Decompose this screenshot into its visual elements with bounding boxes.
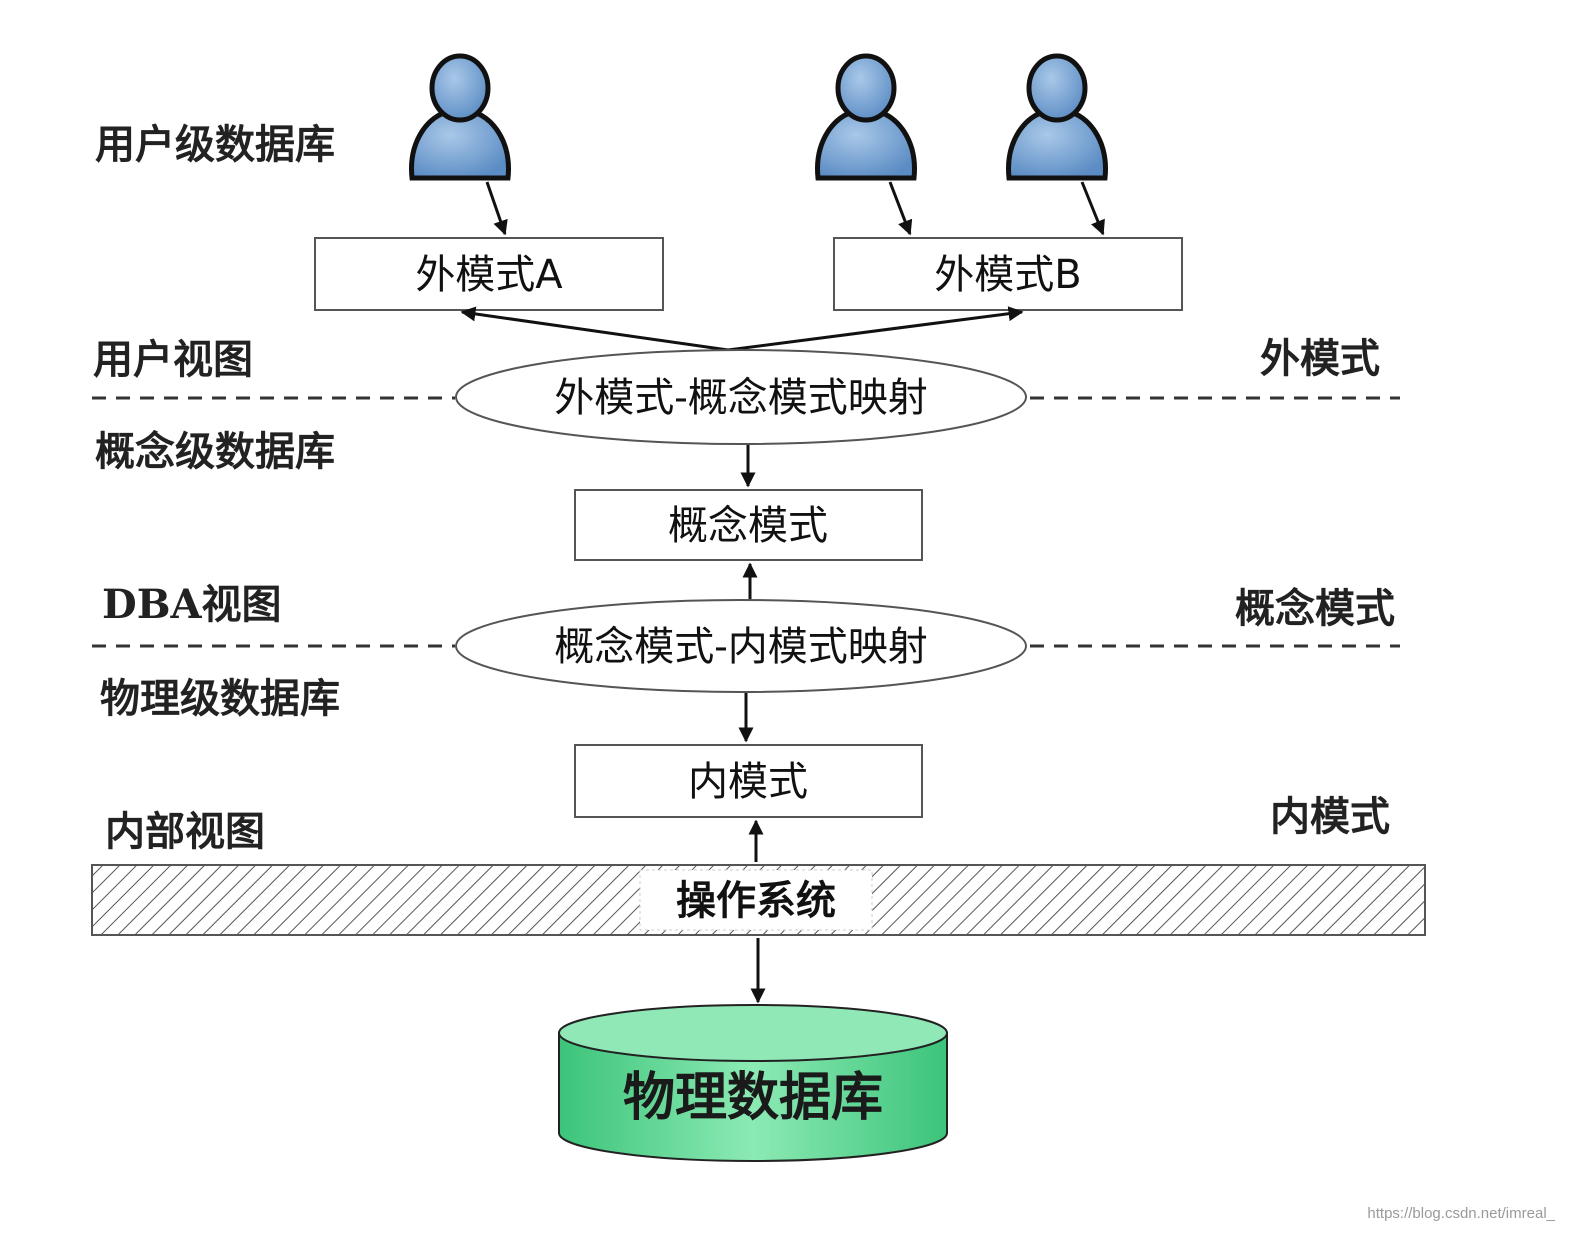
arrow-mapping-to-b (727, 306, 1024, 352)
box-external-a-label: 外模式A (415, 252, 563, 298)
label-physical-db: 物理级数据库 (100, 675, 340, 722)
user-icon (409, 53, 511, 181)
arrow-mapping-to-a (460, 306, 729, 352)
box-internal-label: 内模式 (688, 759, 808, 805)
label-right-conceptual: 概念模式 (1235, 585, 1395, 632)
box-external-a (314, 237, 664, 311)
label-user-view: 用户视图 (93, 336, 253, 383)
database-icon (558, 1004, 948, 1162)
label-right-external: 外模式 (1260, 335, 1380, 382)
label-dba-view: DBA视图 (102, 581, 282, 628)
box-conceptual (574, 489, 923, 561)
arrow-user3-to-b (1080, 181, 1105, 236)
label-internal-view: 内部视图 (105, 808, 265, 855)
database-label: 物理数据库 (623, 1067, 883, 1128)
arrow-user1-to-a (485, 181, 508, 236)
label-right-internal: 内模式 (1270, 793, 1390, 840)
user-icon (815, 53, 917, 181)
mapping-external-conceptual (455, 349, 1027, 445)
box-external-b-label: 外模式B (934, 252, 1081, 298)
mapping-conceptual-internal-label: 概念模式-内模式映射 (554, 624, 928, 670)
label-user-db: 用户级数据库 (95, 121, 335, 168)
box-internal (574, 744, 923, 818)
watermark-text: https://blog.csdn.net/imreal_ (1367, 1205, 1555, 1222)
box-external-b (833, 237, 1183, 311)
mapping-conceptual-internal (455, 599, 1027, 693)
label-concept-db: 概念级数据库 (95, 428, 335, 475)
mapping-external-conceptual-label: 外模式-概念模式映射 (554, 375, 928, 421)
box-conceptual-label: 概念模式 (668, 503, 828, 549)
arrow-user2-to-b (888, 181, 913, 236)
user-icon (1006, 53, 1108, 181)
os-label-bg (639, 869, 873, 931)
os-label: 操作系统 (676, 877, 836, 924)
